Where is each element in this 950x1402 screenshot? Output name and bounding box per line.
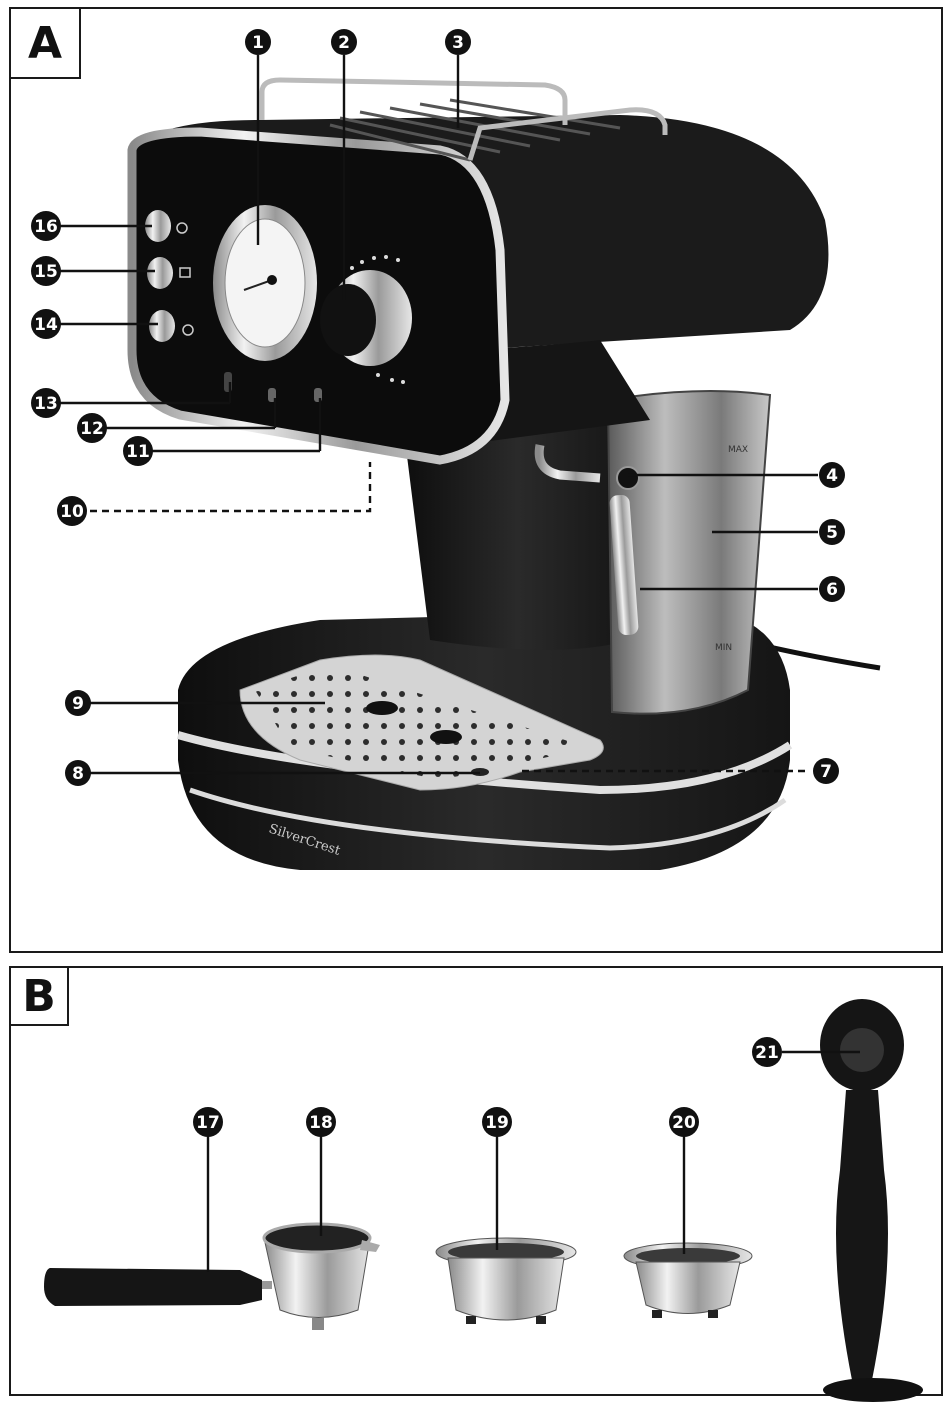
svg-text:15: 15 <box>34 262 58 282</box>
callout-18: 18 <box>306 1107 336 1137</box>
svg-text:4: 4 <box>826 466 838 486</box>
panel-b <box>9 966 943 1396</box>
callout-14: 14 <box>31 309 61 339</box>
svg-text:14: 14 <box>34 315 58 335</box>
callout-17: 17 <box>193 1107 223 1137</box>
callout-20: 20 <box>669 1107 699 1137</box>
callout-11: 11 <box>123 436 153 466</box>
svg-text:18: 18 <box>309 1113 333 1133</box>
section-a-label: A <box>9 7 81 79</box>
svg-text:11: 11 <box>126 442 150 462</box>
callout-5: 5 <box>819 519 845 545</box>
callout-10: 10 <box>57 496 87 526</box>
svg-text:7: 7 <box>820 762 832 782</box>
callout-6: 6 <box>819 576 845 602</box>
svg-text:1: 1 <box>252 33 264 53</box>
dashed-leader-lines <box>90 462 810 773</box>
svg-text:5: 5 <box>826 523 838 543</box>
callout-3: 3 <box>445 29 471 55</box>
svg-text:3: 3 <box>452 33 464 53</box>
callout-21: 21 <box>752 1037 782 1067</box>
callout-7: 7 <box>813 758 839 784</box>
callout-1: 1 <box>245 29 271 55</box>
svg-text:12: 12 <box>80 419 104 439</box>
tank-min-label: MIN <box>715 643 732 653</box>
accessories <box>44 999 923 1402</box>
callout-8: 8 <box>65 760 91 786</box>
section-b-label: B <box>9 966 69 1026</box>
callout-19: 19 <box>482 1107 512 1137</box>
filter-single <box>623 1242 753 1318</box>
svg-text:20: 20 <box>672 1113 696 1133</box>
svg-text:19: 19 <box>485 1113 509 1133</box>
panel-a <box>9 7 943 953</box>
filter-double <box>435 1237 577 1324</box>
svg-text:21: 21 <box>755 1043 779 1063</box>
svg-text:9: 9 <box>72 694 84 714</box>
svg-text:10: 10 <box>60 502 84 522</box>
callouts: 1 2 3 4 5 6 7 8 9 10 11 12 13 14 15 16 1… <box>31 29 845 1137</box>
callout-4: 4 <box>819 462 845 488</box>
front-switches <box>145 210 194 342</box>
svg-text:8: 8 <box>72 764 84 784</box>
espresso-machine: SilverCrest MAX MIN <box>127 77 881 870</box>
callout-2: 2 <box>331 29 357 55</box>
callout-9: 9 <box>65 690 91 716</box>
leader-lines <box>60 55 860 1272</box>
svg-text:16: 16 <box>34 217 58 237</box>
svg-text:2: 2 <box>338 33 350 53</box>
svg-text:13: 13 <box>34 394 58 414</box>
svg-text:6: 6 <box>826 580 838 600</box>
callout-13: 13 <box>31 388 61 418</box>
callout-16: 16 <box>31 211 61 241</box>
callout-15: 15 <box>31 256 61 286</box>
portafilter <box>44 1222 380 1330</box>
tamper-spoon <box>820 999 923 1402</box>
svg-text:17: 17 <box>196 1113 220 1133</box>
callout-12: 12 <box>77 413 107 443</box>
tank-max-label: MAX <box>728 445 748 455</box>
